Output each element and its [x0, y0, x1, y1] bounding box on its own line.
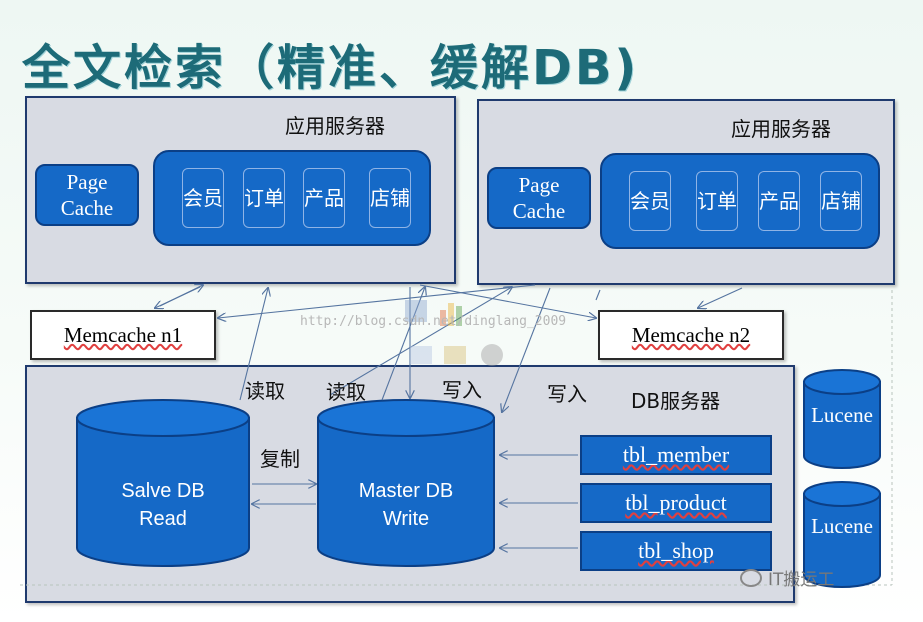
edge-label-read-1: 读取 — [245, 379, 285, 403]
module-order-1: 订单 — [243, 168, 285, 228]
app-server-1-panel: 应用服务器 Page Cache 会员 订单 产品 店铺 — [25, 96, 456, 284]
edge-label-replicate: 复制 — [260, 447, 300, 471]
edge-label-write-2: 写入 — [547, 382, 587, 406]
page-cache-2: Page Cache — [487, 167, 591, 229]
lucene-1-label: Lucene — [811, 403, 873, 427]
module-member-1: 会员 — [182, 168, 224, 228]
memcache-n2-label: Memcache n2 — [631, 322, 751, 347]
page-cache-1: Page Cache — [35, 164, 139, 226]
lucene-cylinder-1 — [803, 369, 881, 469]
module-shop-2: 店铺 — [820, 171, 862, 231]
lucene-cylinder-2 — [803, 481, 881, 588]
master-db-label: Master DB Write — [358, 480, 454, 530]
watermark-icons — [405, 300, 503, 366]
app-server-1-modules: 会员 订单 产品 店铺 — [153, 150, 431, 246]
db-server-label: DB服务器 — [631, 389, 721, 413]
app-server-2-panel: 应用服务器 Page Cache 会员 订单 产品 店铺 — [477, 99, 895, 285]
brand-label: IT搬运工 — [740, 565, 834, 590]
module-product-1: 产品 — [303, 168, 345, 228]
page-title: 全文检索（精准、缓解DB) — [22, 40, 640, 96]
edge-label-write-1: 写入 — [442, 378, 482, 402]
slave-db-label: Salve DB Read — [121, 480, 205, 530]
table-product: tbl_product — [580, 483, 772, 523]
table-shop: tbl_shop — [580, 531, 772, 571]
module-shop-1: 店铺 — [369, 168, 411, 228]
connector-arrows — [155, 285, 743, 548]
memcache-n1: Memcache n1 — [30, 310, 216, 360]
module-member-2: 会员 — [629, 171, 671, 231]
module-order-2: 订单 — [696, 171, 738, 231]
watermark-text: http://blog.csdn.net/dinglang_2009 — [300, 314, 567, 329]
app-server-1-label: 应用服务器 — [285, 114, 385, 138]
slave-db-cylinder — [76, 399, 250, 567]
wechat-icon — [740, 568, 762, 587]
module-product-2: 产品 — [758, 171, 800, 231]
memcache-n1-label: Memcache n1 — [63, 322, 183, 347]
memcache-n2: Memcache n2 — [598, 310, 784, 360]
app-server-2-modules: 会员 订单 产品 店铺 — [600, 153, 880, 249]
table-member: tbl_member — [580, 435, 772, 475]
master-db-cylinder — [317, 399, 495, 567]
lucene-2-label: Lucene — [811, 514, 873, 538]
app-server-2-label: 应用服务器 — [731, 117, 831, 141]
edge-label-read-2: 读取 — [326, 380, 366, 404]
